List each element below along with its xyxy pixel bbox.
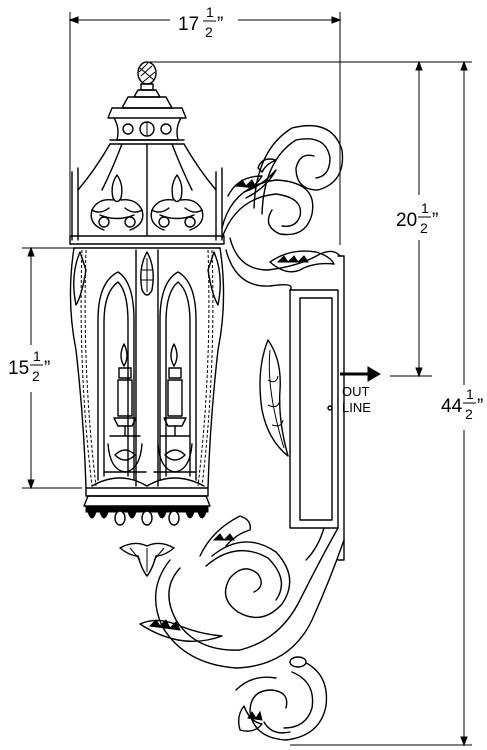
candle-left [103,343,147,473]
outlet-height-numerator: 1 [421,200,429,216]
out-label: OUT [342,384,370,399]
outlet-height-dimension: 20 1 2 ” [150,60,472,378]
outlet-height-denominator: 2 [420,220,428,236]
lower-scroll-arm [139,515,345,741]
glass-height-whole: 15 [8,358,29,379]
glass-height-inch-mark: ” [44,358,50,379]
upper-scroll-arm [221,124,344,291]
overall-height-dimension: 44 1 2 ” [290,60,483,747]
lantern-top [69,61,225,249]
wall-backplate [259,255,345,561]
overall-height-whole: 44 [441,396,463,417]
glass-height-denominator: 2 [32,368,40,384]
overall-height-numerator: 1 [466,386,474,402]
glass-height-dimension: 15 1 2 ” [8,246,82,490]
out-line-callout: OUT LINE [340,366,381,415]
width-denominator: 2 [205,24,213,40]
width-dimension: 17 1 2 ” [68,4,342,245]
lantern-body [69,247,225,489]
overall-height-denominator: 2 [465,406,473,422]
candle-right [153,343,197,473]
overall-height-inch-mark: ” [477,396,483,417]
outlet-height-inch-mark: ” [432,210,438,231]
outlet-height-whole: 20 [396,210,417,231]
width-inch-mark: ” [217,14,223,35]
line-label: LINE [342,400,371,415]
lantern-bottom [83,487,211,577]
glass-height-numerator: 1 [33,348,41,364]
width-whole: 17 [178,14,199,35]
fleur-de-lis-right [150,174,204,231]
width-numerator: 1 [206,4,214,20]
fleur-de-lis-left [90,174,144,231]
bottom-fringe [87,510,207,526]
